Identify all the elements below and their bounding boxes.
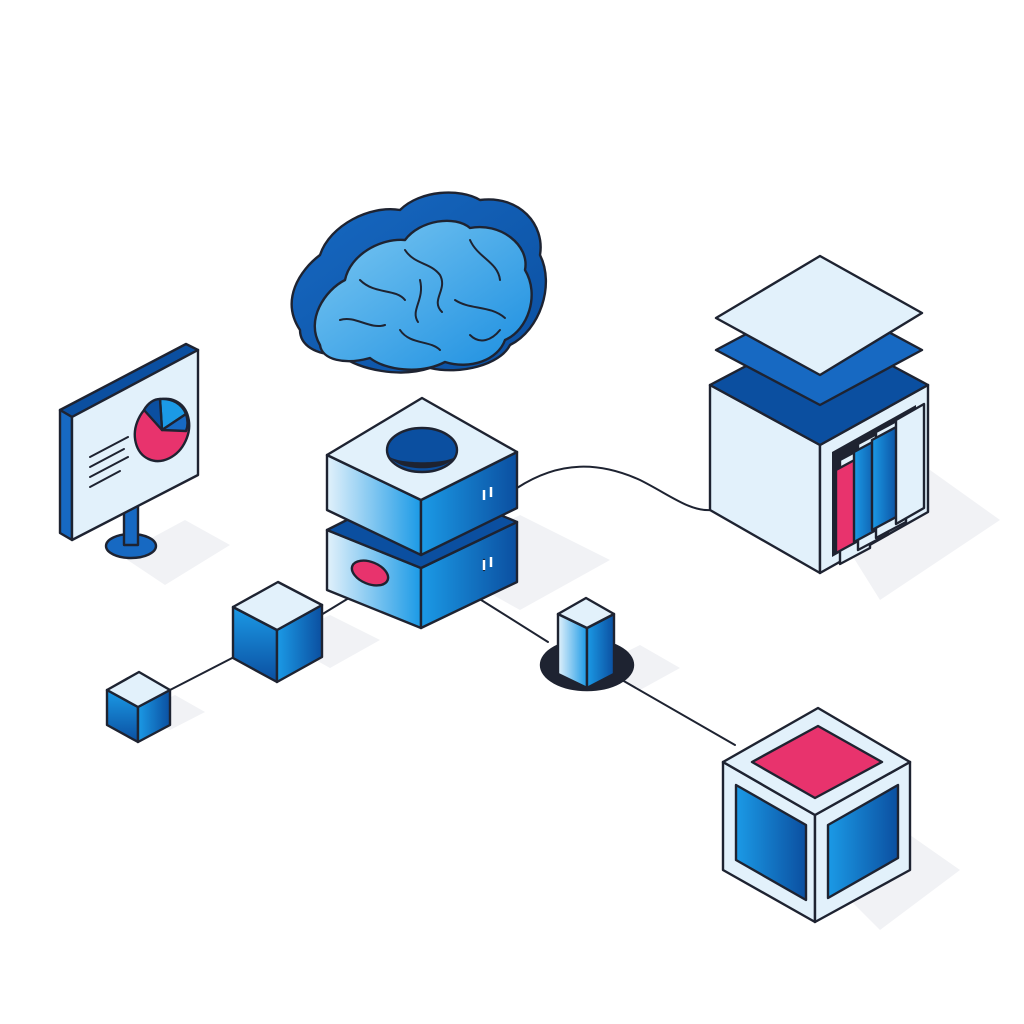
file-cards xyxy=(834,402,926,566)
server-stack-icon xyxy=(325,396,519,630)
pie-chart-icon xyxy=(133,397,191,463)
brain-icon xyxy=(290,191,548,374)
open-frame-cube-icon xyxy=(721,706,912,924)
monitor-text-lines xyxy=(89,436,129,488)
server-status-badge xyxy=(350,559,390,587)
small-cube-icon xyxy=(231,580,324,684)
server-top-port xyxy=(385,426,459,474)
cylinder-pillar-icon xyxy=(539,596,635,692)
layered-storage-box-icon xyxy=(708,254,930,575)
small-cube-icon xyxy=(105,670,172,744)
monitor-pie-chart-icon xyxy=(58,342,200,560)
